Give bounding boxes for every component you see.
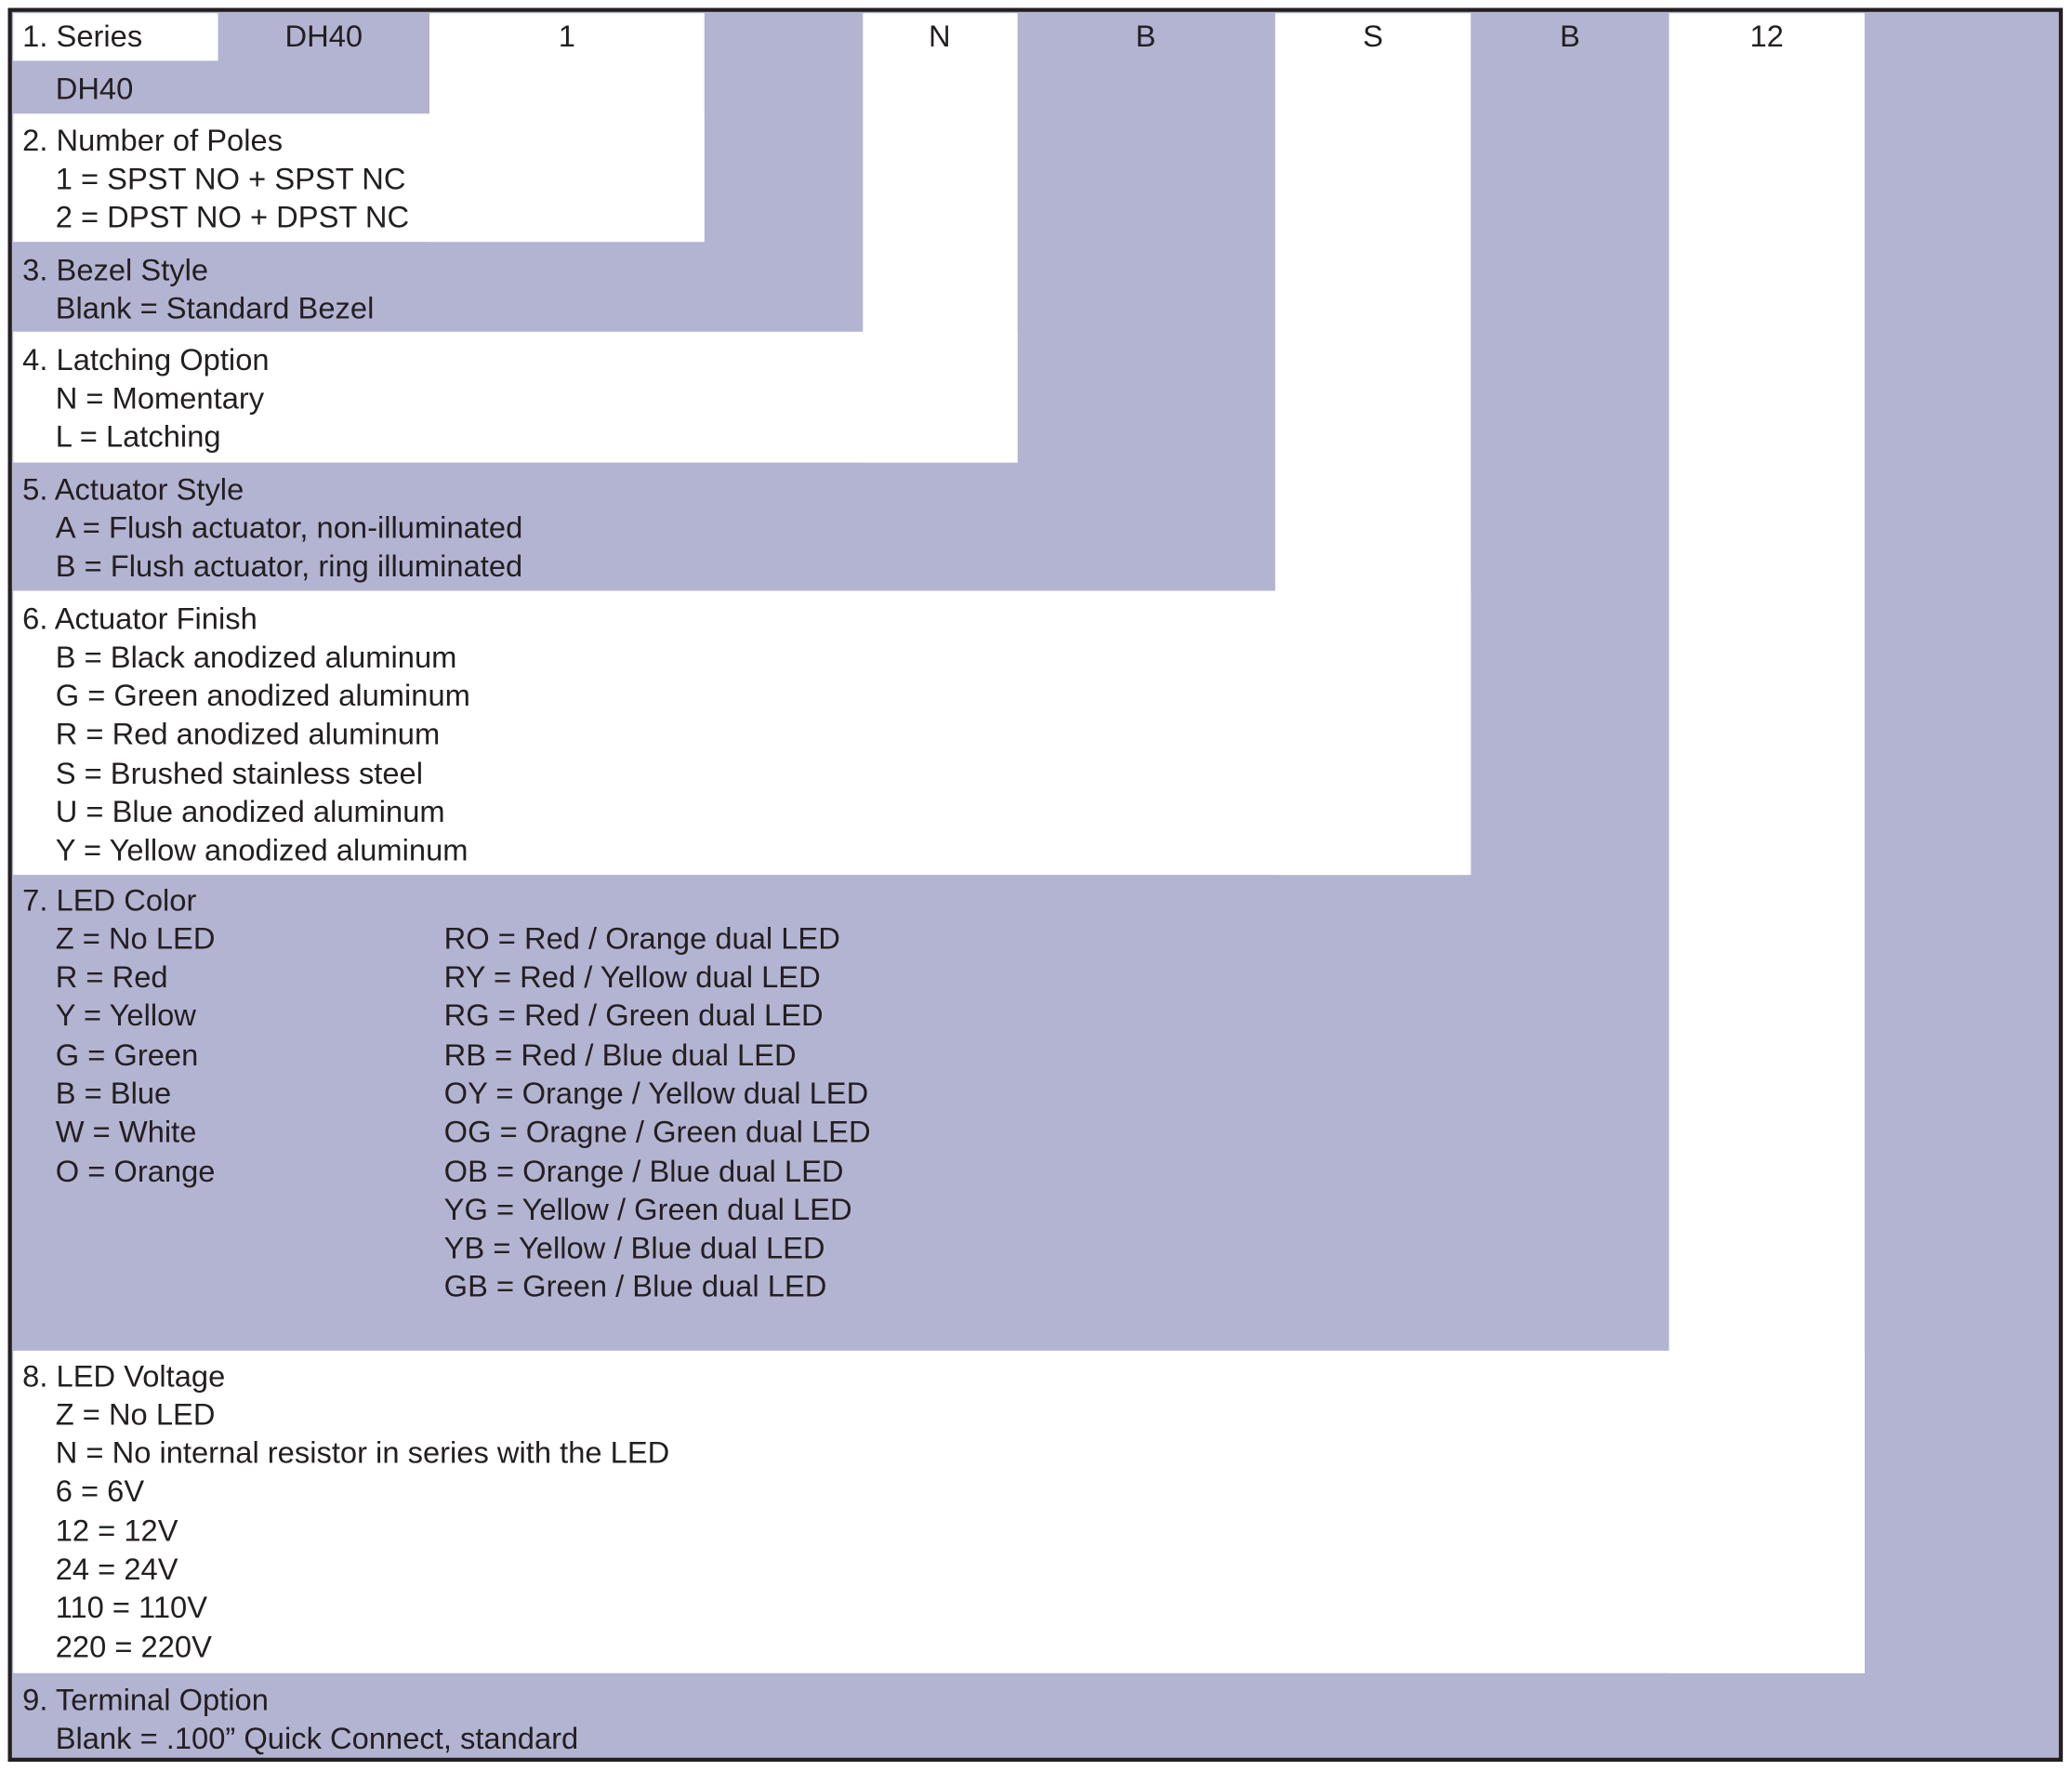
option-item: A = Flush actuator, non-illuminated (55, 509, 523, 545)
code-led-voltage: 12 (1749, 18, 1784, 53)
section-title: 5. Actuator Style (22, 470, 244, 506)
option-item: B = Blue (55, 1076, 172, 1111)
poles-row (12, 113, 705, 243)
option-item: YB = Yellow / Blue dual LED (443, 1230, 825, 1265)
option-item: O = Orange (55, 1153, 216, 1188)
option-item: Z = No LED (55, 920, 216, 956)
option-item: N = Momentary (55, 380, 265, 416)
series-option: DH40 (55, 71, 134, 106)
section-title: 4. Latching Option (22, 341, 270, 377)
option-item: 24 = 24V (55, 1551, 178, 1586)
option-item: YG = Yellow / Green dual LED (443, 1192, 852, 1227)
code-actuator-style: B (1135, 18, 1156, 53)
section-title: 6. Actuator Finish (22, 601, 257, 636)
option-item: RB = Red / Blue dual LED (443, 1037, 797, 1072)
section-title: 2. Number of Poles (22, 122, 284, 157)
option-item: B = Black anodized aluminum (55, 639, 457, 674)
series-heading: 1. Series (22, 18, 143, 53)
finish-row (12, 590, 1472, 875)
code-led-color: B (1559, 18, 1580, 53)
code-actuator-finish: S (1363, 18, 1383, 53)
option-item: 110 = 110V (55, 1590, 208, 1625)
option-item: 1 = SPST NO + SPST NC (55, 161, 406, 196)
section-title: 8. LED Voltage (22, 1357, 226, 1393)
code-series: DH40 (284, 18, 363, 53)
option-item: RY = Red / Yellow dual LED (443, 959, 821, 995)
option-item: OG = Oragne / Green dual LED (443, 1114, 871, 1149)
option-item: R = Red (55, 959, 168, 995)
option-item: S = Brushed stainless steel (55, 755, 424, 790)
section-title: 9. Terminal Option (22, 1681, 269, 1716)
option-item: 6 = 6V (55, 1474, 145, 1509)
option-item: GB = Green / Blue dual LED (443, 1269, 827, 1304)
option-item: Blank = .100” Quick Connect, standard (55, 1720, 579, 1755)
option-item: 2 = DPST NO + DPST NC (55, 199, 410, 234)
option-item: U = Blue anodized aluminum (55, 794, 445, 829)
option-item: W = White (55, 1114, 197, 1149)
option-item: OY = Orange / Yellow dual LED (443, 1076, 869, 1111)
option-item: RO = Red / Orange dual LED (443, 920, 840, 956)
option-item: L = Latching (55, 418, 221, 454)
option-item: Y = Yellow (55, 998, 196, 1033)
option-item: G = Green anodized aluminum (55, 678, 470, 713)
option-item: 220 = 220V (55, 1629, 212, 1664)
section-title: 7. LED Color (22, 881, 197, 917)
code-poles: 1 (558, 18, 575, 53)
latching-row (12, 331, 1018, 462)
option-item: Y = Yellow anodized aluminum (55, 833, 469, 867)
voltage-row (12, 1350, 1865, 1673)
option-item: Z = No LED (55, 1396, 216, 1432)
option-item: B = Flush actuator, ring illuminated (55, 548, 523, 584)
option-item: OB = Orange / Blue dual LED (443, 1153, 844, 1188)
option-item: G = Green (55, 1037, 199, 1072)
series-label-cell (12, 12, 218, 61)
option-item: R = Red anodized aluminum (55, 717, 441, 752)
code-latching: N (928, 18, 951, 53)
option-item: Blank = Standard Bezel (55, 290, 375, 325)
option-item: RG = Red / Green dual LED (443, 998, 824, 1033)
section-title: 3. Bezel Style (22, 251, 209, 286)
option-item: 12 = 12V (55, 1513, 178, 1548)
option-item: N = No internal resistor in series with … (55, 1434, 670, 1470)
